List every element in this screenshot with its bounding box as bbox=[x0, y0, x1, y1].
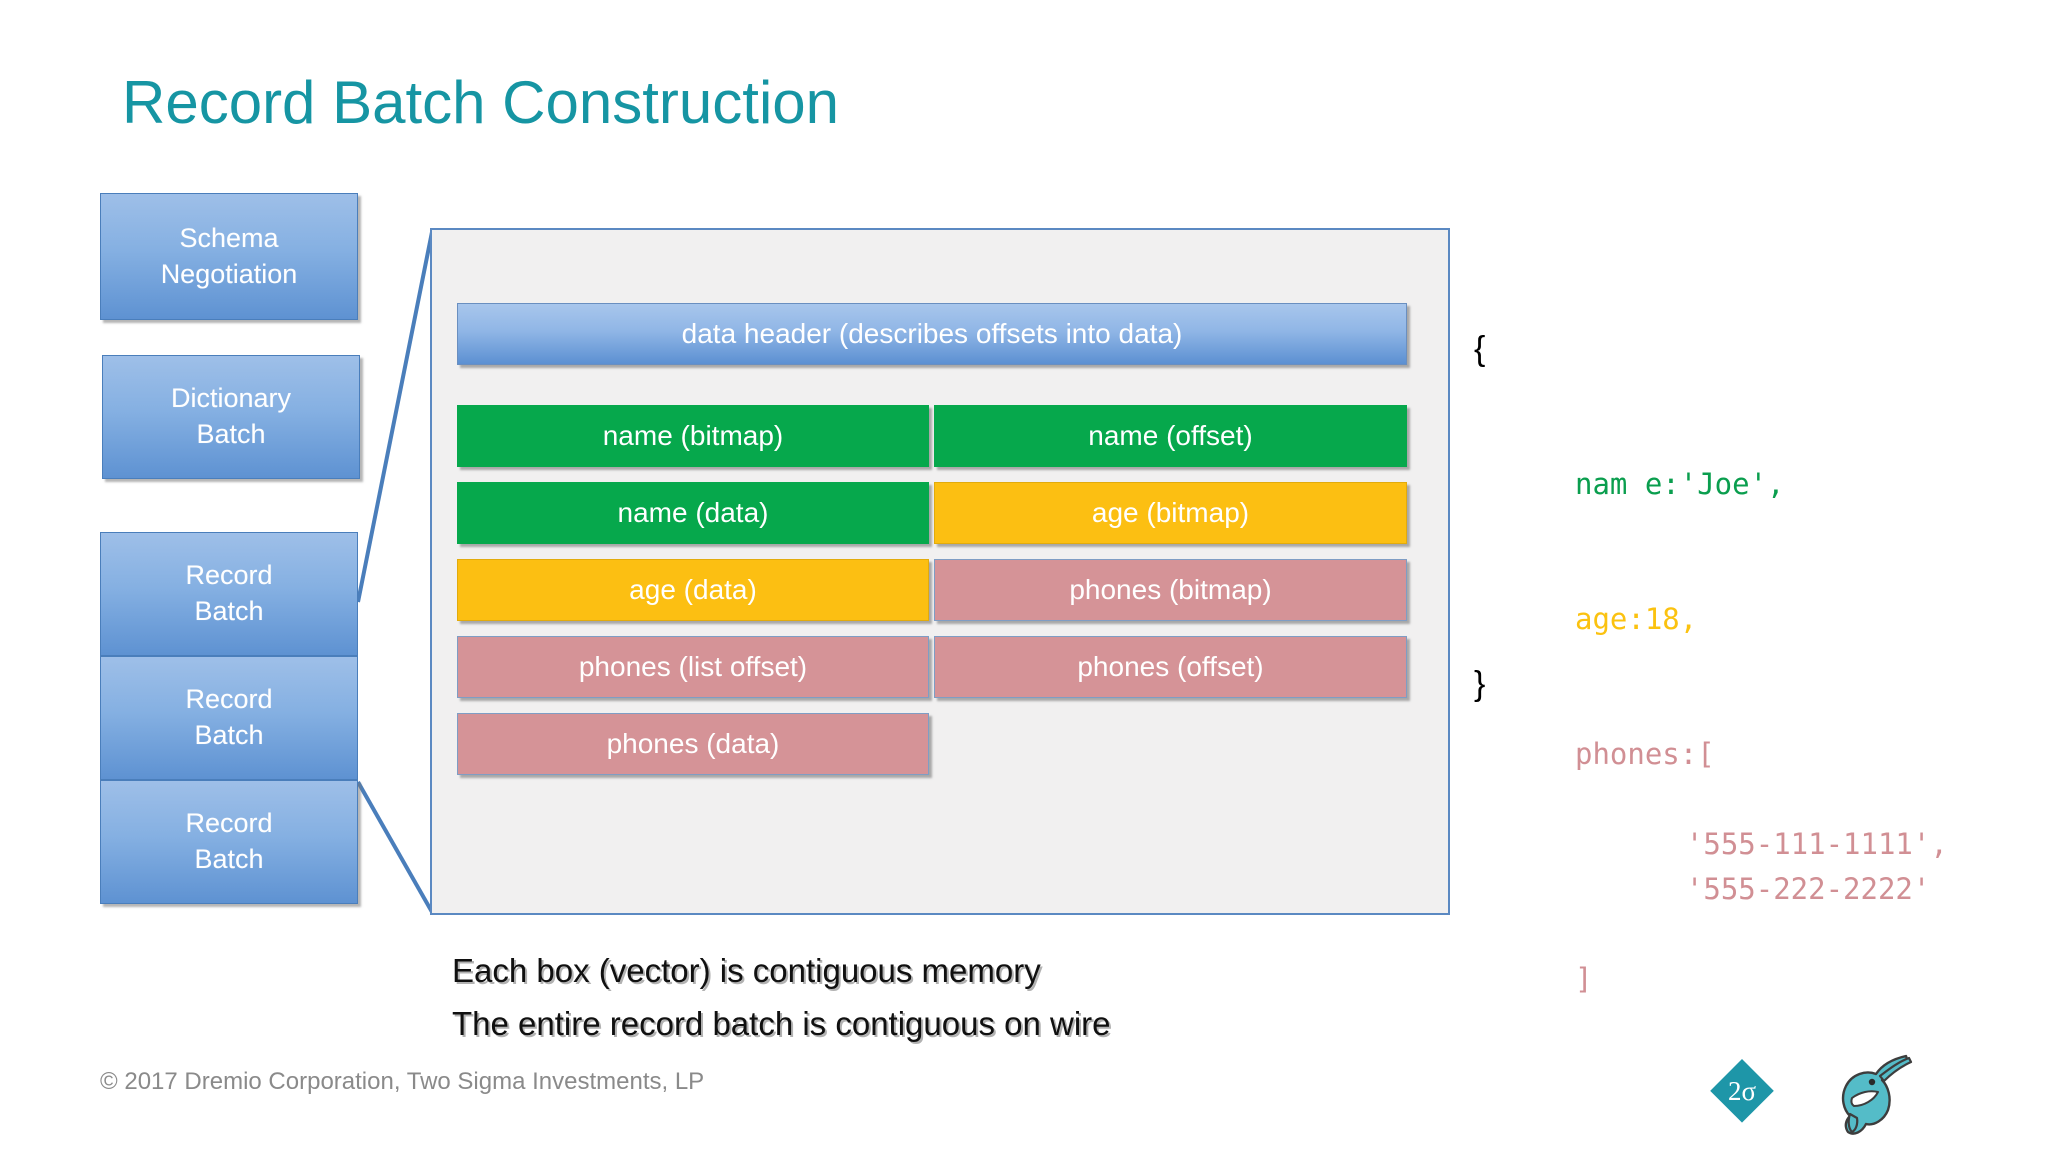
json-line-phones: phones:[ bbox=[1575, 737, 1715, 771]
flow-box-line2: Batch bbox=[196, 419, 266, 449]
flow-box-line2: Negotiation bbox=[160, 258, 298, 289]
vector-age-bitmap[interactable]: age (bitmap) bbox=[934, 482, 1407, 544]
flow-box-line1: Dictionary bbox=[170, 383, 292, 414]
flow-box-line2: Batch bbox=[194, 596, 264, 626]
flow-box-line1: Schema bbox=[179, 222, 279, 253]
svg-text:2σ: 2σ bbox=[1728, 1076, 1757, 1106]
caption: Each box (vector) is contiguous memory T… bbox=[452, 944, 1111, 1050]
vector-phones-data[interactable]: phones (data) bbox=[457, 713, 929, 775]
flow-box-line1: Record bbox=[185, 808, 273, 839]
json-close-brace: } bbox=[1474, 665, 1486, 703]
json-line-phone-2: '555-222-2222' bbox=[1685, 872, 1931, 906]
flow-box-dictionary-batch[interactable]: Dictionary Batch bbox=[102, 355, 360, 479]
vector-row: name (bitmap) name (offset) bbox=[457, 405, 1407, 467]
caption-line-1: Each box (vector) is contiguous memory bbox=[452, 952, 1041, 989]
vector-phones-offset[interactable]: phones (offset) bbox=[934, 636, 1407, 698]
narwhal-logo-icon bbox=[1841, 1054, 1913, 1135]
vector-name-bitmap[interactable]: name (bitmap) bbox=[457, 405, 929, 467]
vector-age-data[interactable]: age (data) bbox=[457, 559, 929, 621]
page-title: Record Batch Construction bbox=[122, 69, 840, 136]
flow-box-schema-negotiation[interactable]: Schema Negotiation bbox=[100, 193, 358, 320]
vector-row: name (data) age (bitmap) bbox=[457, 482, 1407, 544]
vector-row: phones (list offset) phones (offset) bbox=[457, 636, 1407, 698]
flow-box-line2: Batch bbox=[194, 844, 264, 874]
footer-copyright: © 2017 Dremio Corporation, Two Sigma Inv… bbox=[100, 1068, 705, 1095]
json-line-age: age:18, bbox=[1575, 602, 1698, 636]
flow-box-record-batch-1[interactable]: Record Batch bbox=[100, 532, 358, 656]
record-batch-panel: data header (describes offsets into data… bbox=[430, 228, 1450, 915]
flow-box-line1: Record bbox=[185, 684, 273, 715]
vector-name-data[interactable]: name (data) bbox=[457, 482, 929, 544]
caption-line-2: The entire record batch is contiguous on… bbox=[452, 1005, 1111, 1042]
two-sigma-logo-icon: 2σ bbox=[1710, 1059, 1774, 1123]
json-line-name: nam e:'Joe', bbox=[1575, 467, 1785, 501]
vector-name-offset[interactable]: name (offset) bbox=[934, 405, 1407, 467]
json-line-phone-1: '555-111-1111', bbox=[1685, 827, 1948, 861]
vector-phones-bitmap[interactable]: phones (bitmap) bbox=[934, 559, 1407, 621]
json-open-brace: { bbox=[1474, 330, 1486, 368]
json-line-array-close: ] bbox=[1575, 962, 1593, 996]
flow-box-record-batch-2[interactable]: Record Batch bbox=[100, 656, 358, 780]
vector-phones-list-offset[interactable]: phones (list offset) bbox=[457, 636, 929, 698]
vector-row: age (data) phones (bitmap) bbox=[457, 559, 1407, 621]
vector-row: data header (describes offsets into data… bbox=[457, 303, 1407, 365]
json-code-sample: nam e:'Joe', age:18, phones:[ '555-111-1… bbox=[1575, 372, 1948, 1047]
flow-box-line2: Batch bbox=[194, 720, 264, 750]
flow-box-record-batch-3[interactable]: Record Batch bbox=[100, 780, 358, 904]
flow-box-line1: Record bbox=[185, 560, 273, 591]
vector-data-header[interactable]: data header (describes offsets into data… bbox=[457, 303, 1407, 365]
vector-row: phones (data) bbox=[457, 713, 929, 775]
